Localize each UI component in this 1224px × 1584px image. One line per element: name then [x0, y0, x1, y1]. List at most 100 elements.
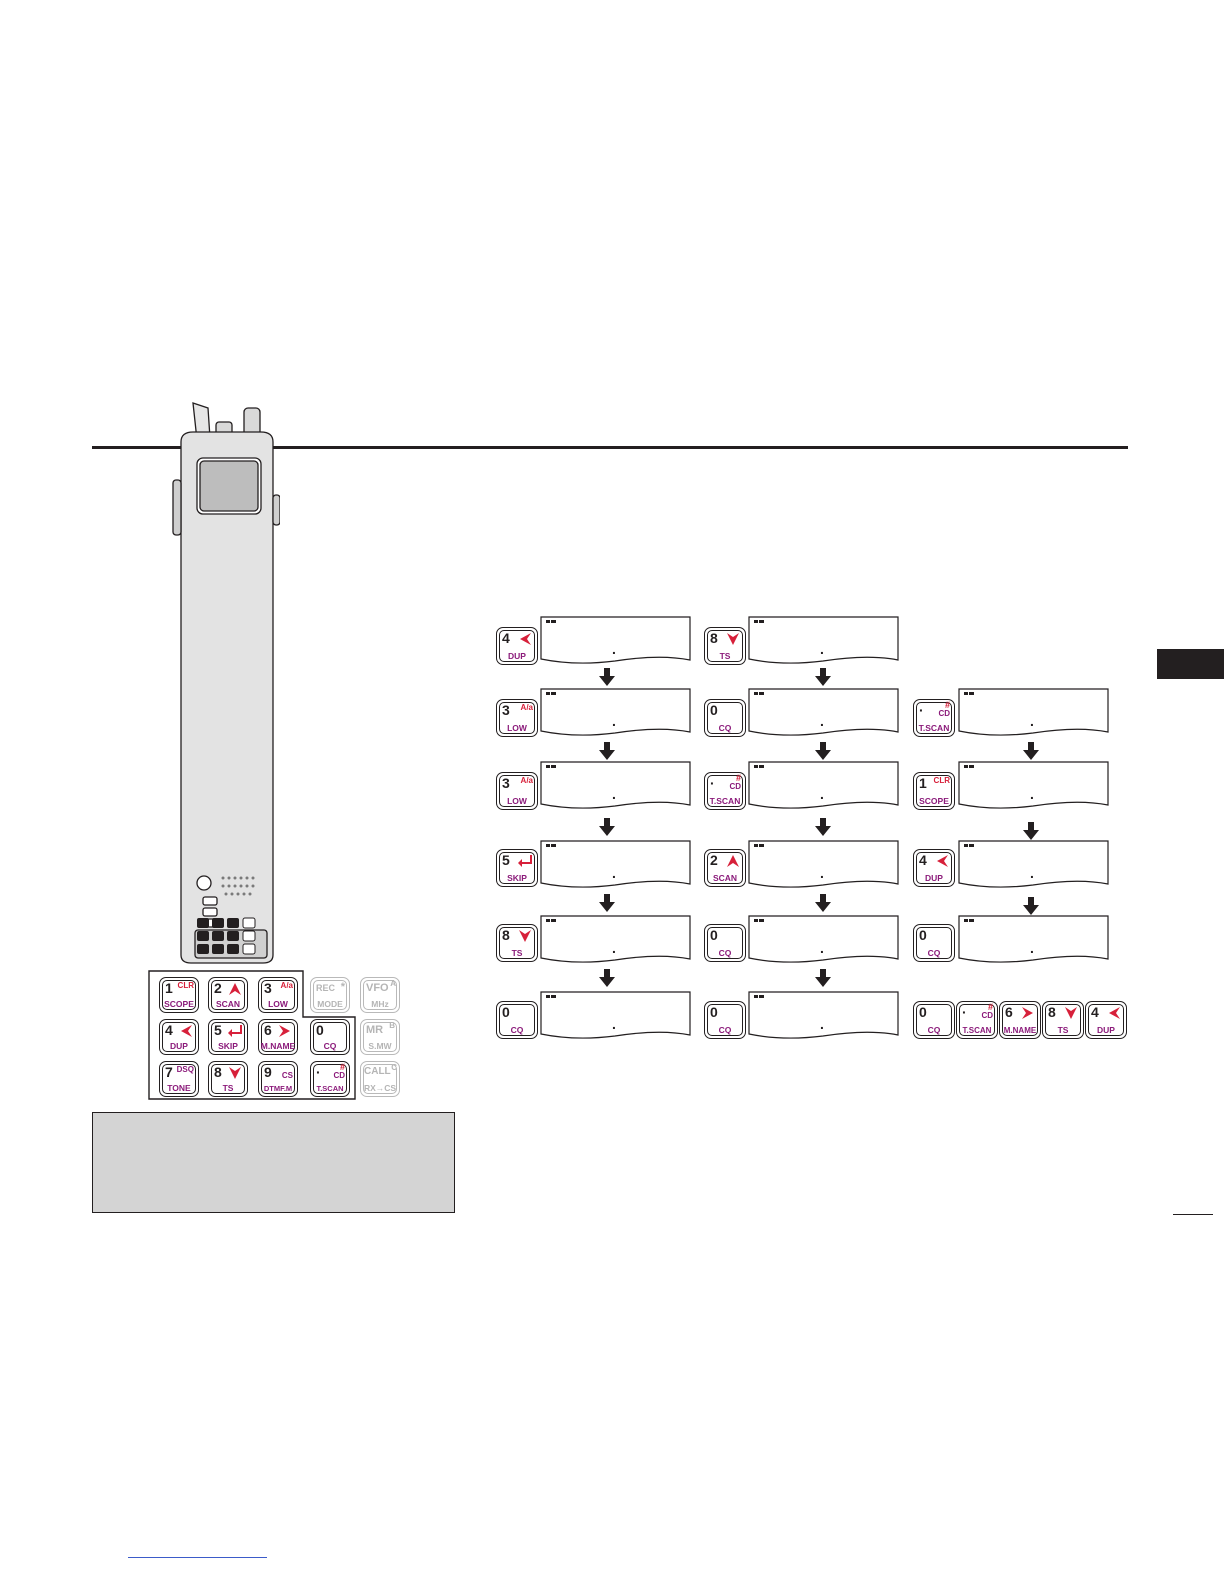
lcd-display: .: [540, 688, 691, 736]
left-arrow-icon: [935, 854, 949, 868]
down-arrow-icon: [599, 818, 615, 836]
lcd-display: .: [748, 915, 899, 963]
lcd-display: .: [958, 840, 1109, 888]
flow-key-0-cq[interactable]: 0 CQ: [496, 1001, 538, 1039]
lcd-display: .: [540, 915, 691, 963]
down-arrow-icon: [815, 894, 831, 912]
lcd-display: .: [748, 761, 899, 809]
key-vfo-mhz[interactable]: VFO A MHz: [360, 977, 400, 1013]
up-arrow-icon: [726, 854, 740, 868]
svg-text:.: .: [1030, 940, 1034, 956]
flow-key-0-cq[interactable]: 0 CQ: [704, 699, 746, 737]
down-arrow-icon: [518, 929, 532, 943]
flow-key-dot-tscan[interactable]: · # CD T.SCAN: [913, 699, 955, 737]
down-arrow-icon: [815, 969, 831, 987]
down-arrow-icon: [599, 668, 615, 686]
lcd-display: .: [958, 761, 1109, 809]
seq-key-6-mname[interactable]: 6 M.NAME: [999, 1001, 1041, 1039]
note-box: [92, 1112, 455, 1213]
seq-key-dot-tscan[interactable]: · # CD T.SCAN: [956, 1001, 998, 1039]
down-arrow-icon: [228, 1066, 242, 1080]
key-dot-tscan[interactable]: · # CD T.SCAN: [310, 1061, 350, 1097]
down-arrow-icon: [815, 818, 831, 836]
down-arrow-icon: [599, 742, 615, 760]
transceiver-illustration: [172, 402, 280, 964]
svg-text:.: .: [612, 786, 616, 802]
seq-key-4-dup[interactable]: 4 DUP: [1085, 1001, 1127, 1039]
down-arrow-icon: [726, 632, 740, 646]
flow-key-0-cq[interactable]: 0 CQ: [704, 1001, 746, 1039]
lcd-display: .: [748, 688, 899, 736]
left-arrow-icon: [1107, 1006, 1121, 1020]
down-arrow-icon: [1023, 742, 1039, 760]
key-6-mname[interactable]: 6 M.NAME: [258, 1019, 298, 1055]
flow-key-0-cq[interactable]: 0 CQ: [704, 924, 746, 962]
svg-text:.: .: [1030, 865, 1034, 881]
svg-text:.: .: [820, 713, 824, 729]
flow-key-8-ts[interactable]: 8 TS: [496, 924, 538, 962]
flow-key-8-ts[interactable]: 8 TS: [704, 627, 746, 665]
top-rule: [92, 446, 1128, 449]
svg-text:.: .: [820, 865, 824, 881]
flow-key-4-dup[interactable]: 4 DUP: [913, 849, 955, 887]
key-1-clr-scope[interactable]: 1 CLR SCOPE: [159, 977, 199, 1013]
down-arrow-icon: [1064, 1006, 1078, 1020]
key-9-dtmfm[interactable]: 9 CS DTMF.M: [258, 1061, 298, 1097]
left-arrow-icon: [518, 632, 532, 646]
svg-text:.: .: [612, 865, 616, 881]
flow-key-2-scan[interactable]: 2 SCAN: [704, 849, 746, 887]
seq-key-8-ts[interactable]: 8 TS: [1042, 1001, 1084, 1039]
down-arrow-icon: [599, 894, 615, 912]
down-arrow-icon: [815, 668, 831, 686]
down-arrow-icon: [815, 742, 831, 760]
svg-text:.: .: [1030, 713, 1034, 729]
flow-key-4-dup[interactable]: 4 DUP: [496, 627, 538, 665]
svg-text:.: .: [612, 713, 616, 729]
down-arrow-icon: [1023, 822, 1039, 840]
svg-text:.: .: [820, 786, 824, 802]
page-number-rule: [1173, 1214, 1213, 1215]
lcd-display: .: [540, 616, 691, 664]
svg-text:.: .: [612, 940, 616, 956]
lcd-display: .: [540, 840, 691, 888]
down-arrow-icon: [1023, 897, 1039, 915]
key-rec-mode[interactable]: REC * MODE: [310, 977, 350, 1013]
enter-icon: [518, 854, 532, 868]
flow-key-dot-tscan[interactable]: · # CD T.SCAN: [704, 772, 746, 810]
key-2-scan[interactable]: 2 SCAN: [208, 977, 248, 1013]
lcd-display: .: [958, 688, 1109, 736]
enter-icon: [228, 1024, 242, 1038]
key-0-cq[interactable]: 0 CQ: [310, 1019, 350, 1055]
down-arrow-icon: [599, 969, 615, 987]
lcd-display: .: [958, 915, 1109, 963]
right-arrow-icon: [1021, 1006, 1035, 1020]
lcd-decimal-point: .: [612, 641, 616, 657]
lcd-display: .: [540, 991, 691, 1039]
key-4-dup[interactable]: 4 DUP: [159, 1019, 199, 1055]
svg-text:.: .: [820, 940, 824, 956]
keypad-outline: [148, 970, 356, 1100]
flow-key-5-skip[interactable]: 5 SKIP: [496, 849, 538, 887]
flow-key-0-cq[interactable]: 0 CQ: [913, 924, 955, 962]
left-arrow-icon: [179, 1024, 193, 1038]
section-tab: [1157, 649, 1224, 679]
key-mr-smw[interactable]: MR B S.MW: [360, 1019, 400, 1055]
key-8-ts[interactable]: 8 TS: [208, 1061, 248, 1097]
key-call-rxcs[interactable]: CALL C RX→CS: [360, 1061, 400, 1097]
key-3-low[interactable]: 3 A/a LOW: [258, 977, 298, 1013]
seq-key-0-cq[interactable]: 0 CQ: [913, 1001, 955, 1039]
flow-key-1-scope[interactable]: 1 CLR SCOPE: [913, 772, 955, 810]
svg-text:.: .: [820, 1016, 824, 1032]
lcd-display: .: [748, 616, 899, 664]
key-7-tone[interactable]: 7 DSQ TONE: [159, 1061, 199, 1097]
lcd-display: .: [748, 991, 899, 1039]
flow-key-3-low[interactable]: 3 A/a LOW: [496, 772, 538, 810]
svg-text:.: .: [612, 1016, 616, 1032]
lcd-display: .: [748, 840, 899, 888]
svg-text:.: .: [1030, 786, 1034, 802]
key-5-skip[interactable]: 5 SKIP: [208, 1019, 248, 1055]
footer-link-underline: [128, 1557, 267, 1558]
right-arrow-icon: [278, 1024, 292, 1038]
flow-key-3-low[interactable]: 3 A/a LOW: [496, 699, 538, 737]
lcd-display: .: [540, 761, 691, 809]
